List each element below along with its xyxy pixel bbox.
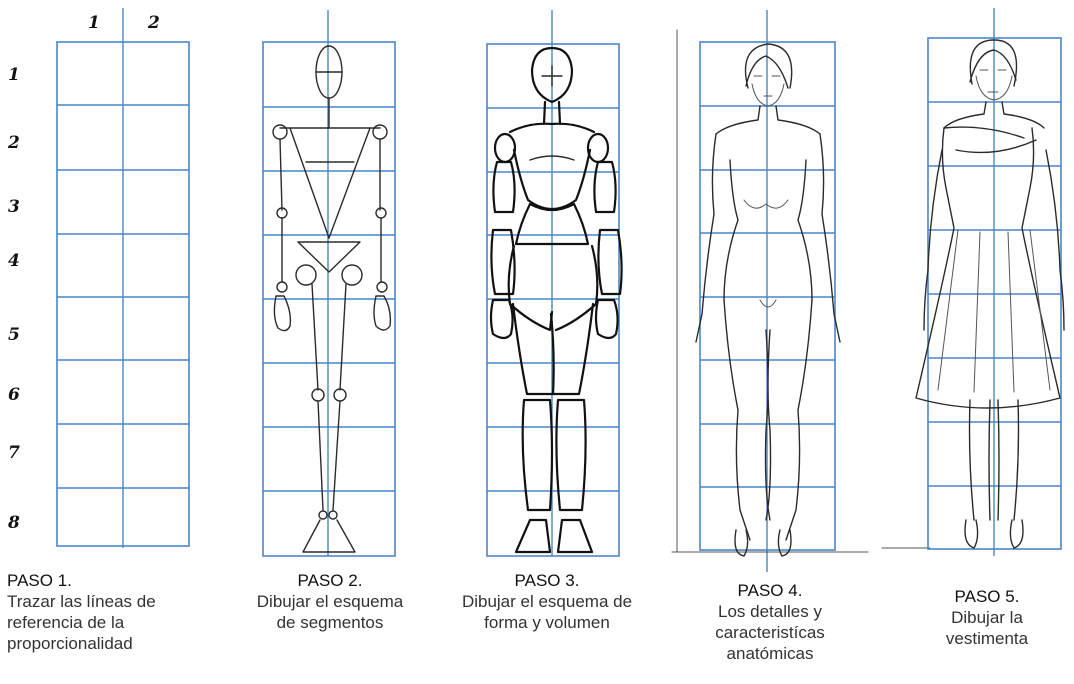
step-1-line-1: Trazar las líneas de — [7, 591, 227, 612]
step-3-line-1: Dibujar el esquema de — [432, 591, 662, 612]
caption-step-3: PASO 3. Dibujar el esquema de forma y vo… — [432, 570, 662, 633]
step-1-title: PASO 1. — [7, 570, 227, 591]
row-label-4: 4 — [8, 251, 20, 271]
step-5-title: PASO 5. — [912, 586, 1062, 607]
step-4-line-2: caracteristícas — [680, 622, 860, 643]
step-4-title: PASO 4. — [680, 580, 860, 601]
caption-step-1: PASO 1. Trazar las líneas de referencia … — [7, 570, 227, 654]
caption-step-5: PASO 5. Dibujar la vestimenta — [912, 586, 1062, 649]
grid-step-1: 1 2 — [57, 8, 189, 548]
row-label-6: 6 — [8, 385, 20, 405]
step-3-title: PASO 3. — [432, 570, 662, 591]
row-label-5: 5 — [8, 325, 20, 345]
row-labels: 1 2 3 4 5 6 7 8 — [7, 65, 20, 533]
step-2-title: PASO 2. — [230, 570, 430, 591]
figure-volume — [491, 48, 622, 552]
figure-anatomy — [696, 44, 840, 556]
step-1-line-2: referencia de la — [7, 612, 227, 633]
row-label-2: 2 — [7, 133, 20, 153]
step-4-line-3: anatómicas — [680, 643, 860, 664]
column-label-2: 2 — [147, 13, 160, 33]
caption-step-2: PASO 2. Dibujar el esquema de segmentos — [230, 570, 430, 633]
row-label-8: 8 — [7, 513, 20, 533]
step-2-line-2: de segmentos — [230, 612, 430, 633]
step-3-line-2: forma y volumen — [432, 612, 662, 633]
step-4-line-1: Los detalles y — [680, 601, 860, 622]
grid-step-2 — [263, 10, 395, 556]
row-label-3: 3 — [8, 197, 20, 217]
step-5-line-2: vestimenta — [912, 628, 1062, 649]
step-5-line-1: Dibujar la — [912, 607, 1062, 628]
row-label-7: 7 — [8, 443, 20, 463]
step-1-line-3: proporcionalidad — [7, 633, 227, 654]
row-label-1: 1 — [8, 65, 20, 85]
caption-step-4: PASO 4. Los detalles y caracteristícas a… — [680, 580, 860, 664]
step-2-line-1: Dibujar el esquema — [230, 591, 430, 612]
column-label-1: 1 — [88, 13, 100, 33]
